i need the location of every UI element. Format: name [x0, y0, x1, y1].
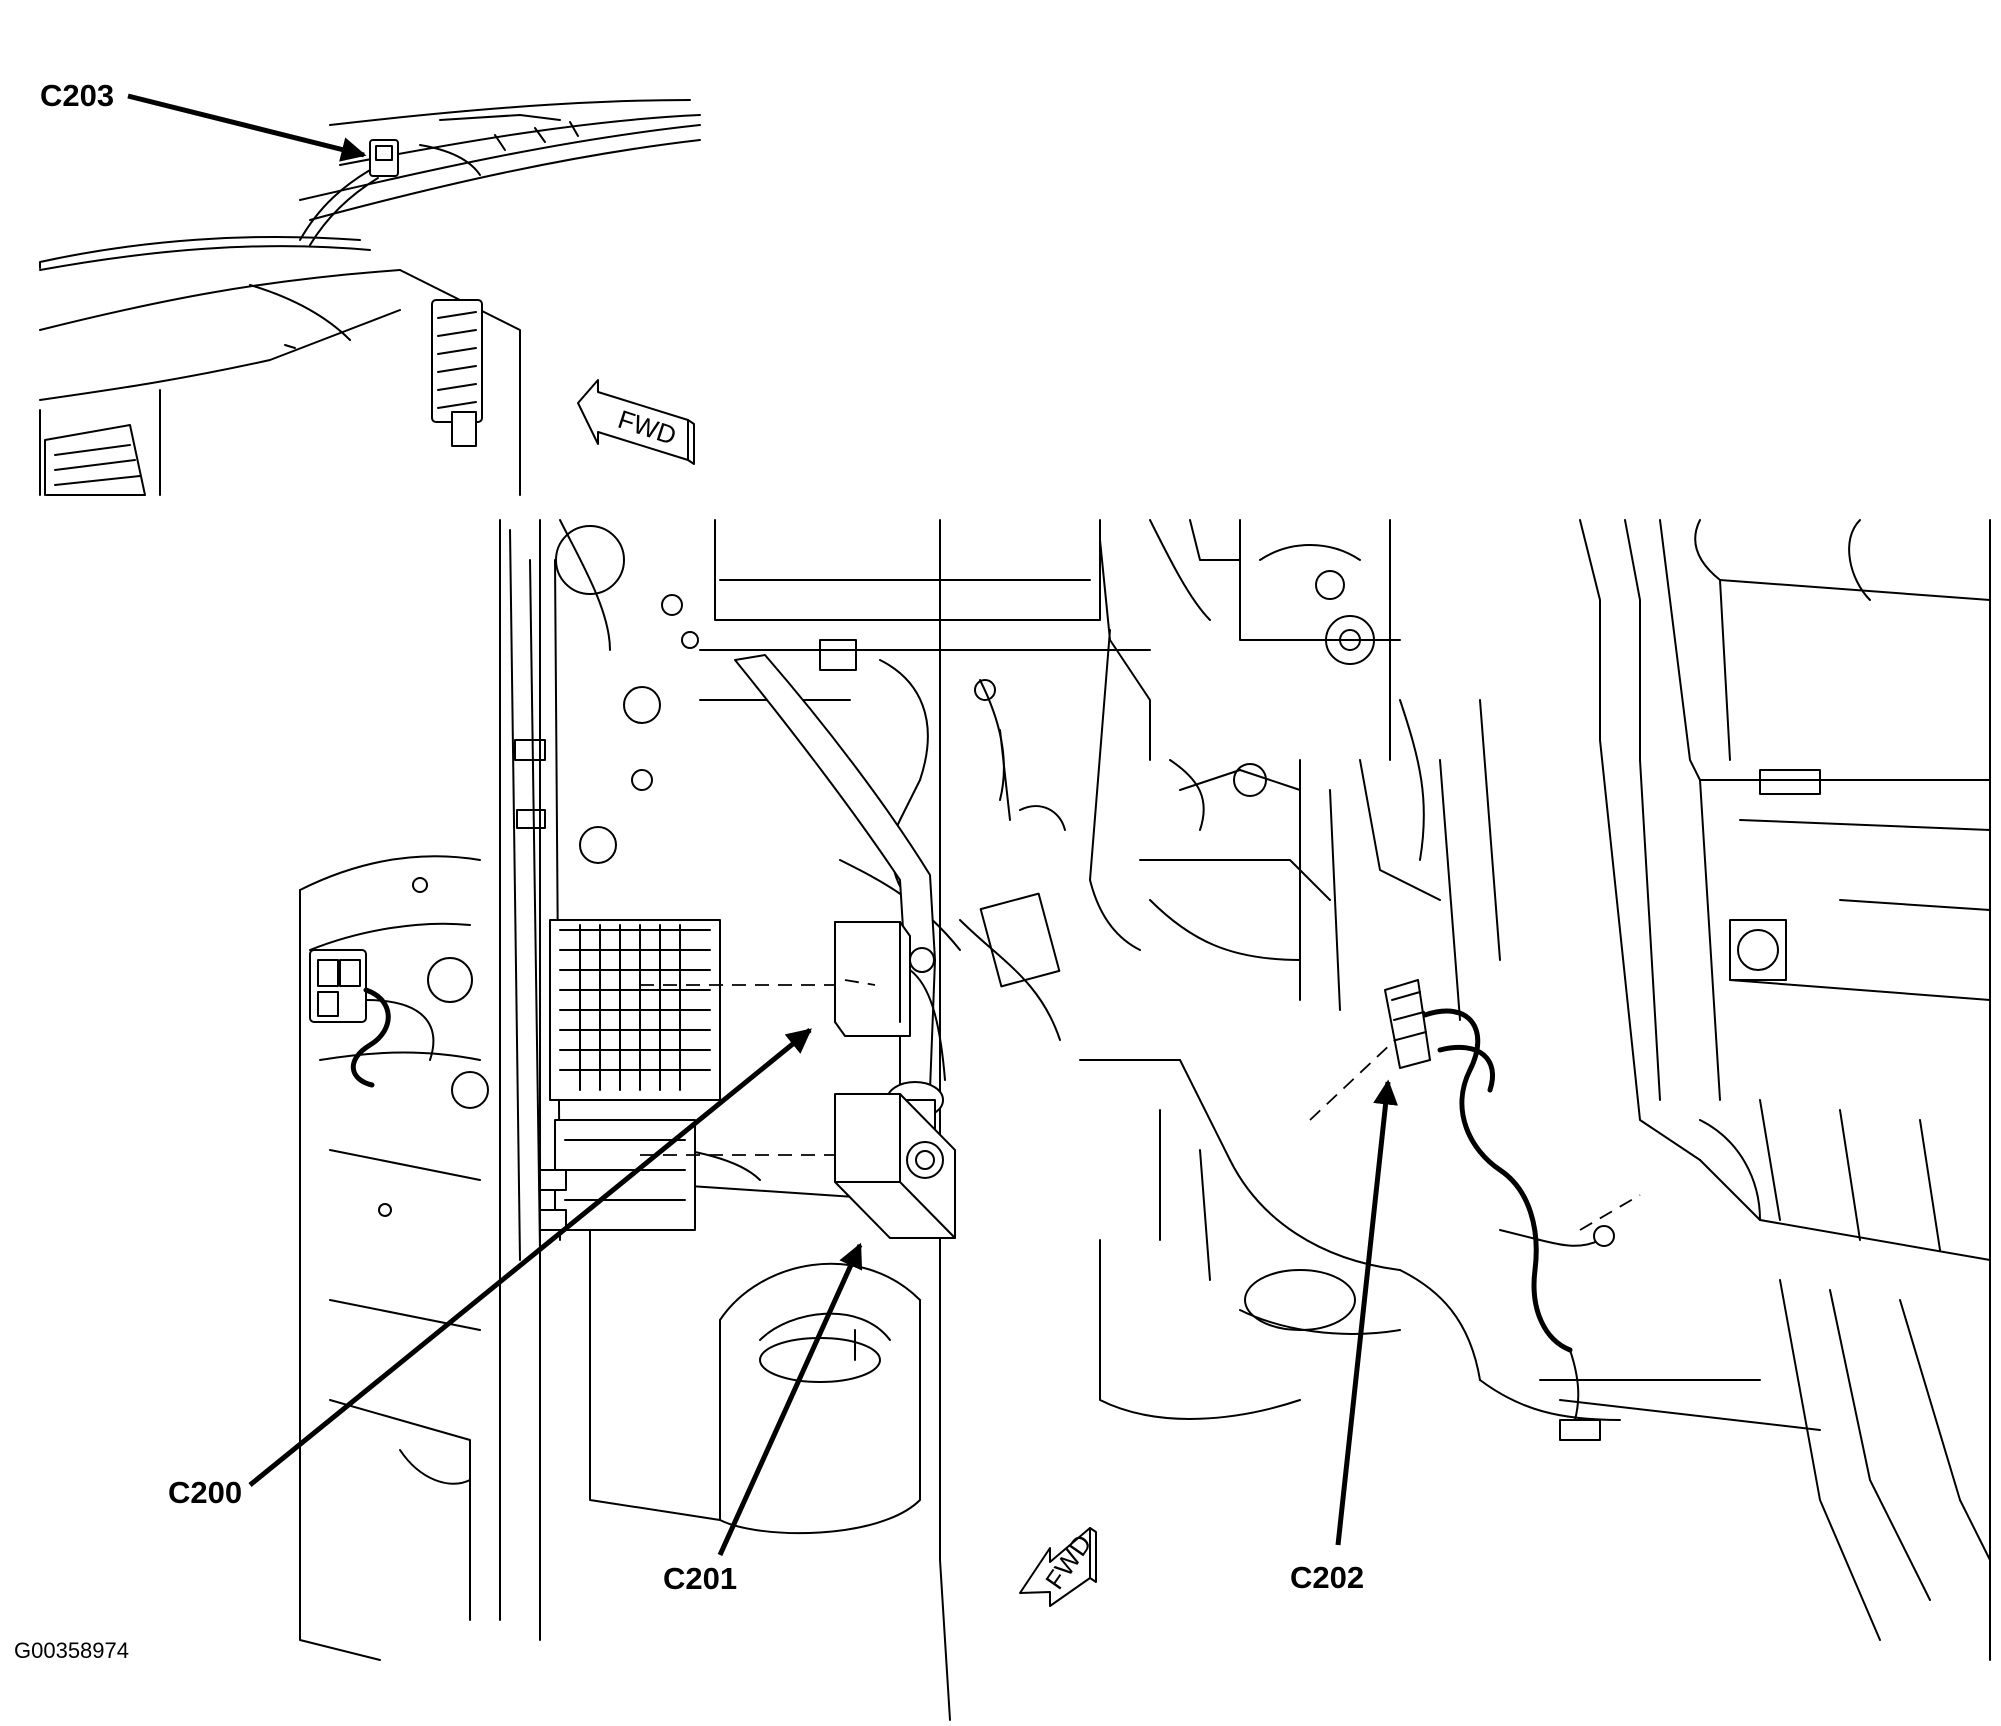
c202-alignment-line: [1309, 1039, 1396, 1121]
c201-leader-arrow: [717, 1242, 863, 1557]
c203-label: C203: [40, 78, 115, 113]
c203-leader-arrow: [127, 93, 367, 162]
inset-dashboard-view: FWD: [39, 99, 701, 496]
c201-connector: [834, 921, 956, 1239]
c200-connector: [309, 949, 435, 1088]
c201-label: C201: [663, 1561, 738, 1596]
c202-leader-arrow: [1335, 1079, 1399, 1546]
fwd-arrow-top: FWD: [577, 379, 695, 465]
junction-block: [539, 919, 721, 1231]
c201-harness: [734, 654, 944, 1161]
c200-leader-arrow: [248, 1028, 812, 1487]
figure-id: G00358974: [14, 1638, 129, 1663]
main-underdash-view: FWD: [299, 519, 1991, 1721]
c200-label: C200: [168, 1475, 243, 1510]
c202-label: C202: [1290, 1560, 1365, 1595]
c202-connector: [1384, 979, 1615, 1441]
fwd-arrow-bottom: FWD: [1019, 1527, 1098, 1607]
